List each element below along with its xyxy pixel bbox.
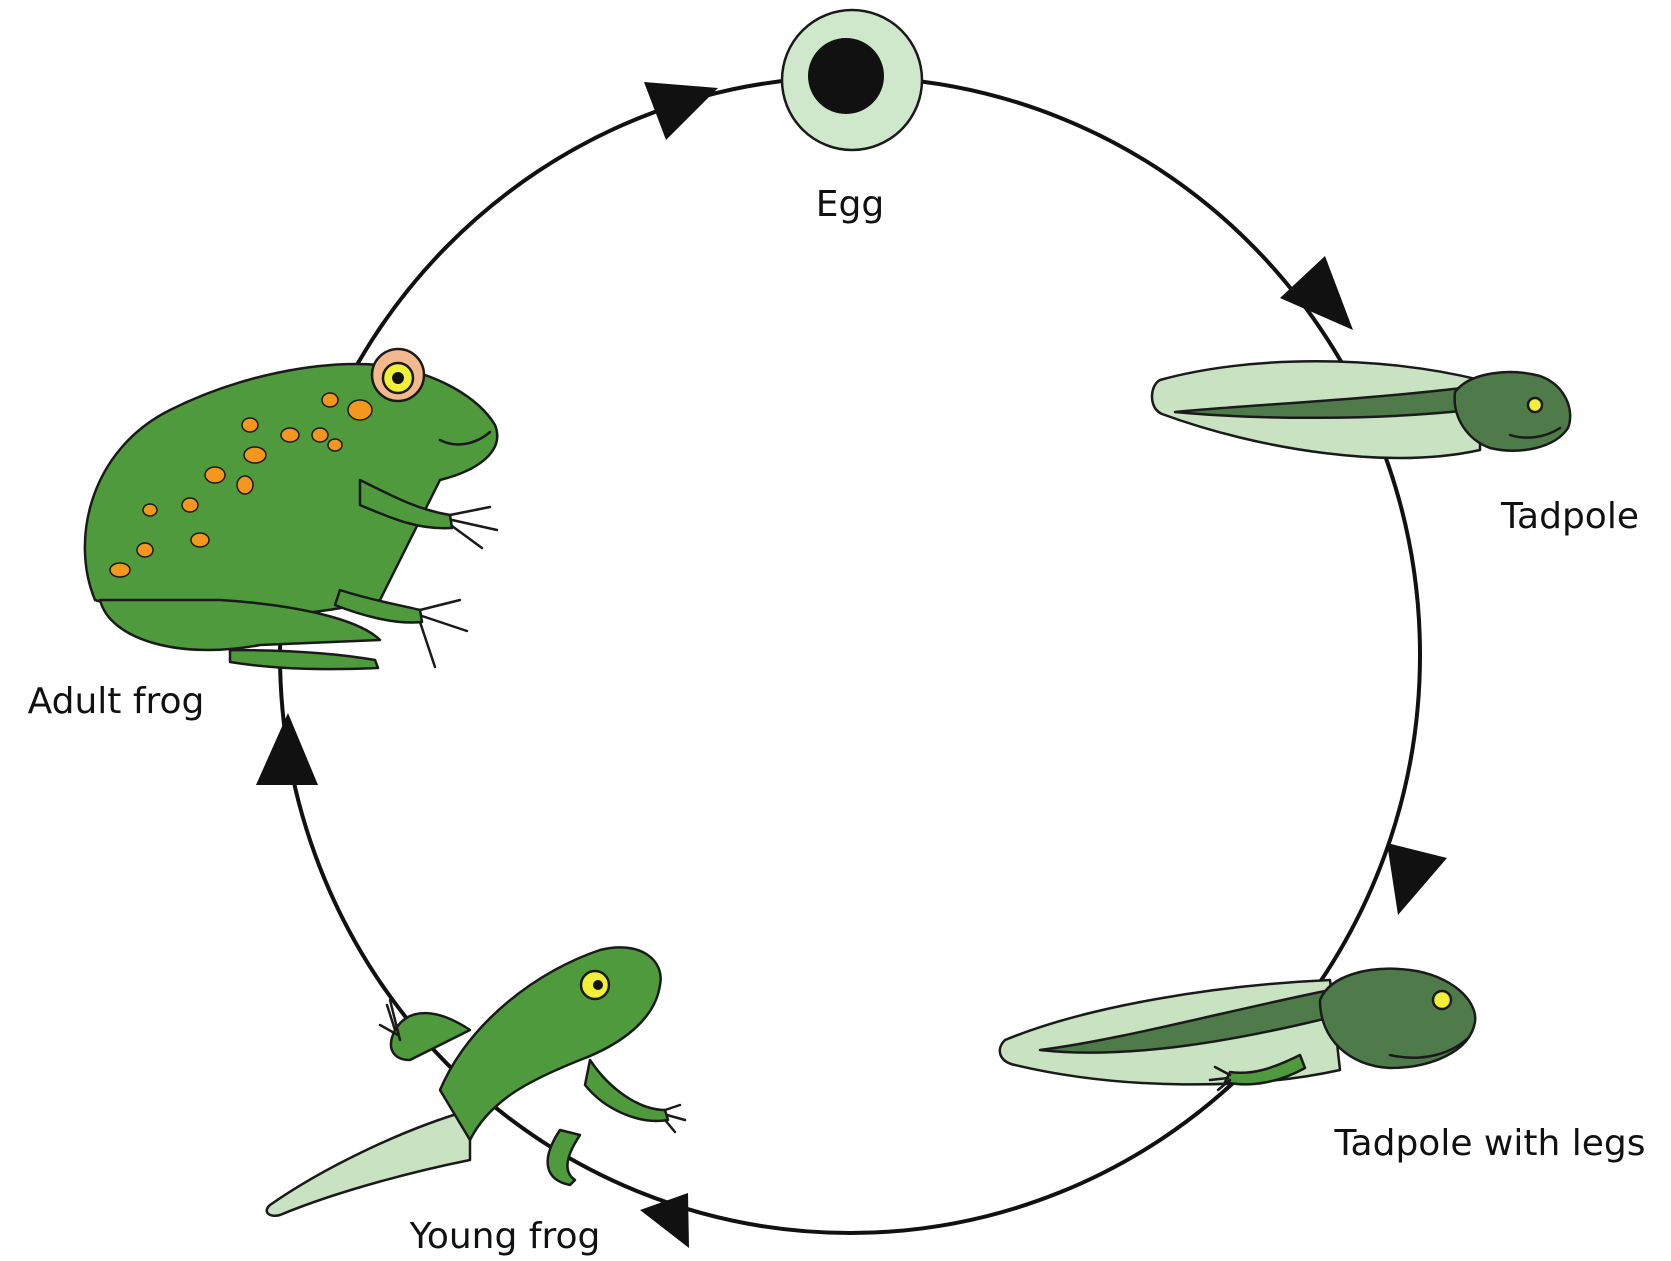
arrow-young-to-adult <box>256 713 318 785</box>
tadpole-with-legs-label: Tadpole with legs <box>1334 1123 1646 1164</box>
egg-illustration <box>782 10 922 150</box>
young-frog-illustration <box>267 947 685 1215</box>
arrow-tadpole-to-legs <box>1387 843 1447 915</box>
tadpole-illustration <box>1152 361 1570 458</box>
tadpole-label: Tadpole <box>1500 496 1639 537</box>
tadpole-with-legs-illustration <box>1000 969 1475 1090</box>
arrow-egg-to-tadpole <box>1280 256 1353 330</box>
egg-label: Egg <box>816 184 884 225</box>
adult-frog-illustration <box>85 349 497 669</box>
arrow-adult-to-egg <box>644 82 718 140</box>
adult-frog-label: Adult frog <box>28 681 205 722</box>
young-frog-label: Young frog <box>409 1216 601 1257</box>
